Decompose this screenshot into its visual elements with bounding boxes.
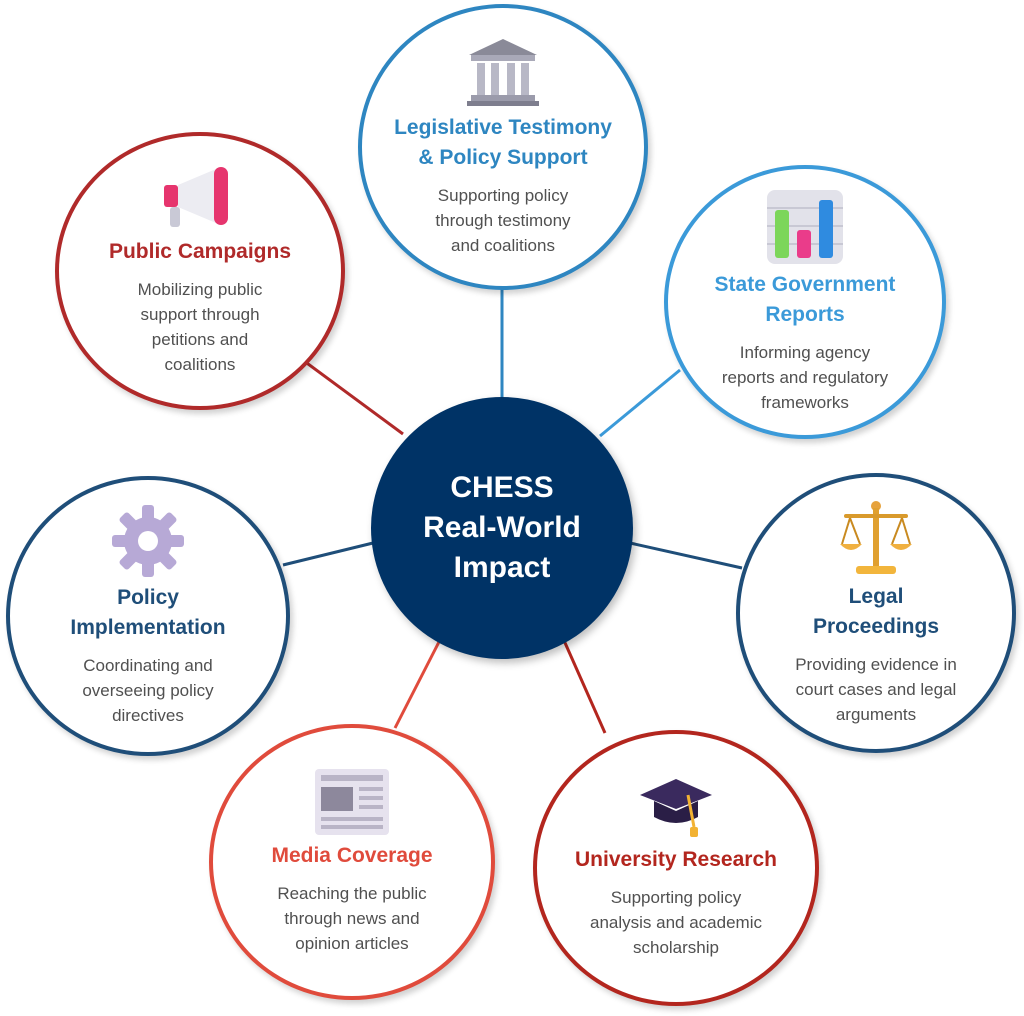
node-title: Policy Implementation [70, 585, 226, 639]
connector-campaigns [299, 356, 404, 436]
node-legal: Legal Proceedings Providing evidence in … [736, 473, 1016, 753]
gear-icon [112, 504, 184, 577]
node-title: Legislative Testimony & Policy Support [394, 115, 612, 169]
node-description: Providing evidence in court cases and le… [795, 654, 957, 724]
node-title: Legal Proceedings [812, 584, 940, 638]
connector-university [560, 635, 607, 734]
center-hub: CHESS Real-World Impact [371, 397, 633, 659]
node-media: Media Coverage Reaching the public throu… [209, 724, 495, 1000]
node-state-reports: State Government Reports Informing agenc… [664, 165, 946, 439]
newspaper-icon [315, 768, 389, 835]
node-title: University Research [575, 847, 777, 871]
node-description: Informing agency reports and regulatory … [721, 342, 889, 412]
node-description: Supporting policy analysis and academic … [590, 887, 762, 957]
node-university: University Research Supporting policy an… [533, 730, 819, 1006]
capitol-building-icon [467, 38, 539, 106]
node-description: Reaching the public through news and opi… [277, 883, 427, 953]
node-implementation: Policy Implementation Coordinating and o… [6, 476, 290, 756]
connector-state-reports [599, 368, 681, 438]
connector-media [393, 635, 444, 729]
scales-of-justice-icon [840, 500, 912, 574]
node-campaigns: Public Campaigns Mobilizing public suppo… [55, 132, 345, 410]
connector-implementation [282, 541, 374, 567]
node-legislative: Legislative Testimony & Policy Support S… [358, 4, 648, 290]
center-label: CHESS Real-World Impact [423, 471, 581, 584]
node-description: Mobilizing public support through petiti… [137, 280, 263, 374]
node-description: Coordinating and overseeing policy direc… [82, 655, 214, 725]
node-title: State Government Reports [714, 272, 896, 326]
connector-legal [629, 541, 743, 570]
node-title: Public Campaigns [108, 240, 292, 263]
node-title: Media Coverage [271, 843, 433, 867]
bar-chart-icon [767, 189, 843, 264]
graduation-cap-icon [640, 778, 712, 837]
megaphone-icon [164, 167, 228, 227]
node-description: Supporting policy through testimony and … [435, 185, 571, 255]
